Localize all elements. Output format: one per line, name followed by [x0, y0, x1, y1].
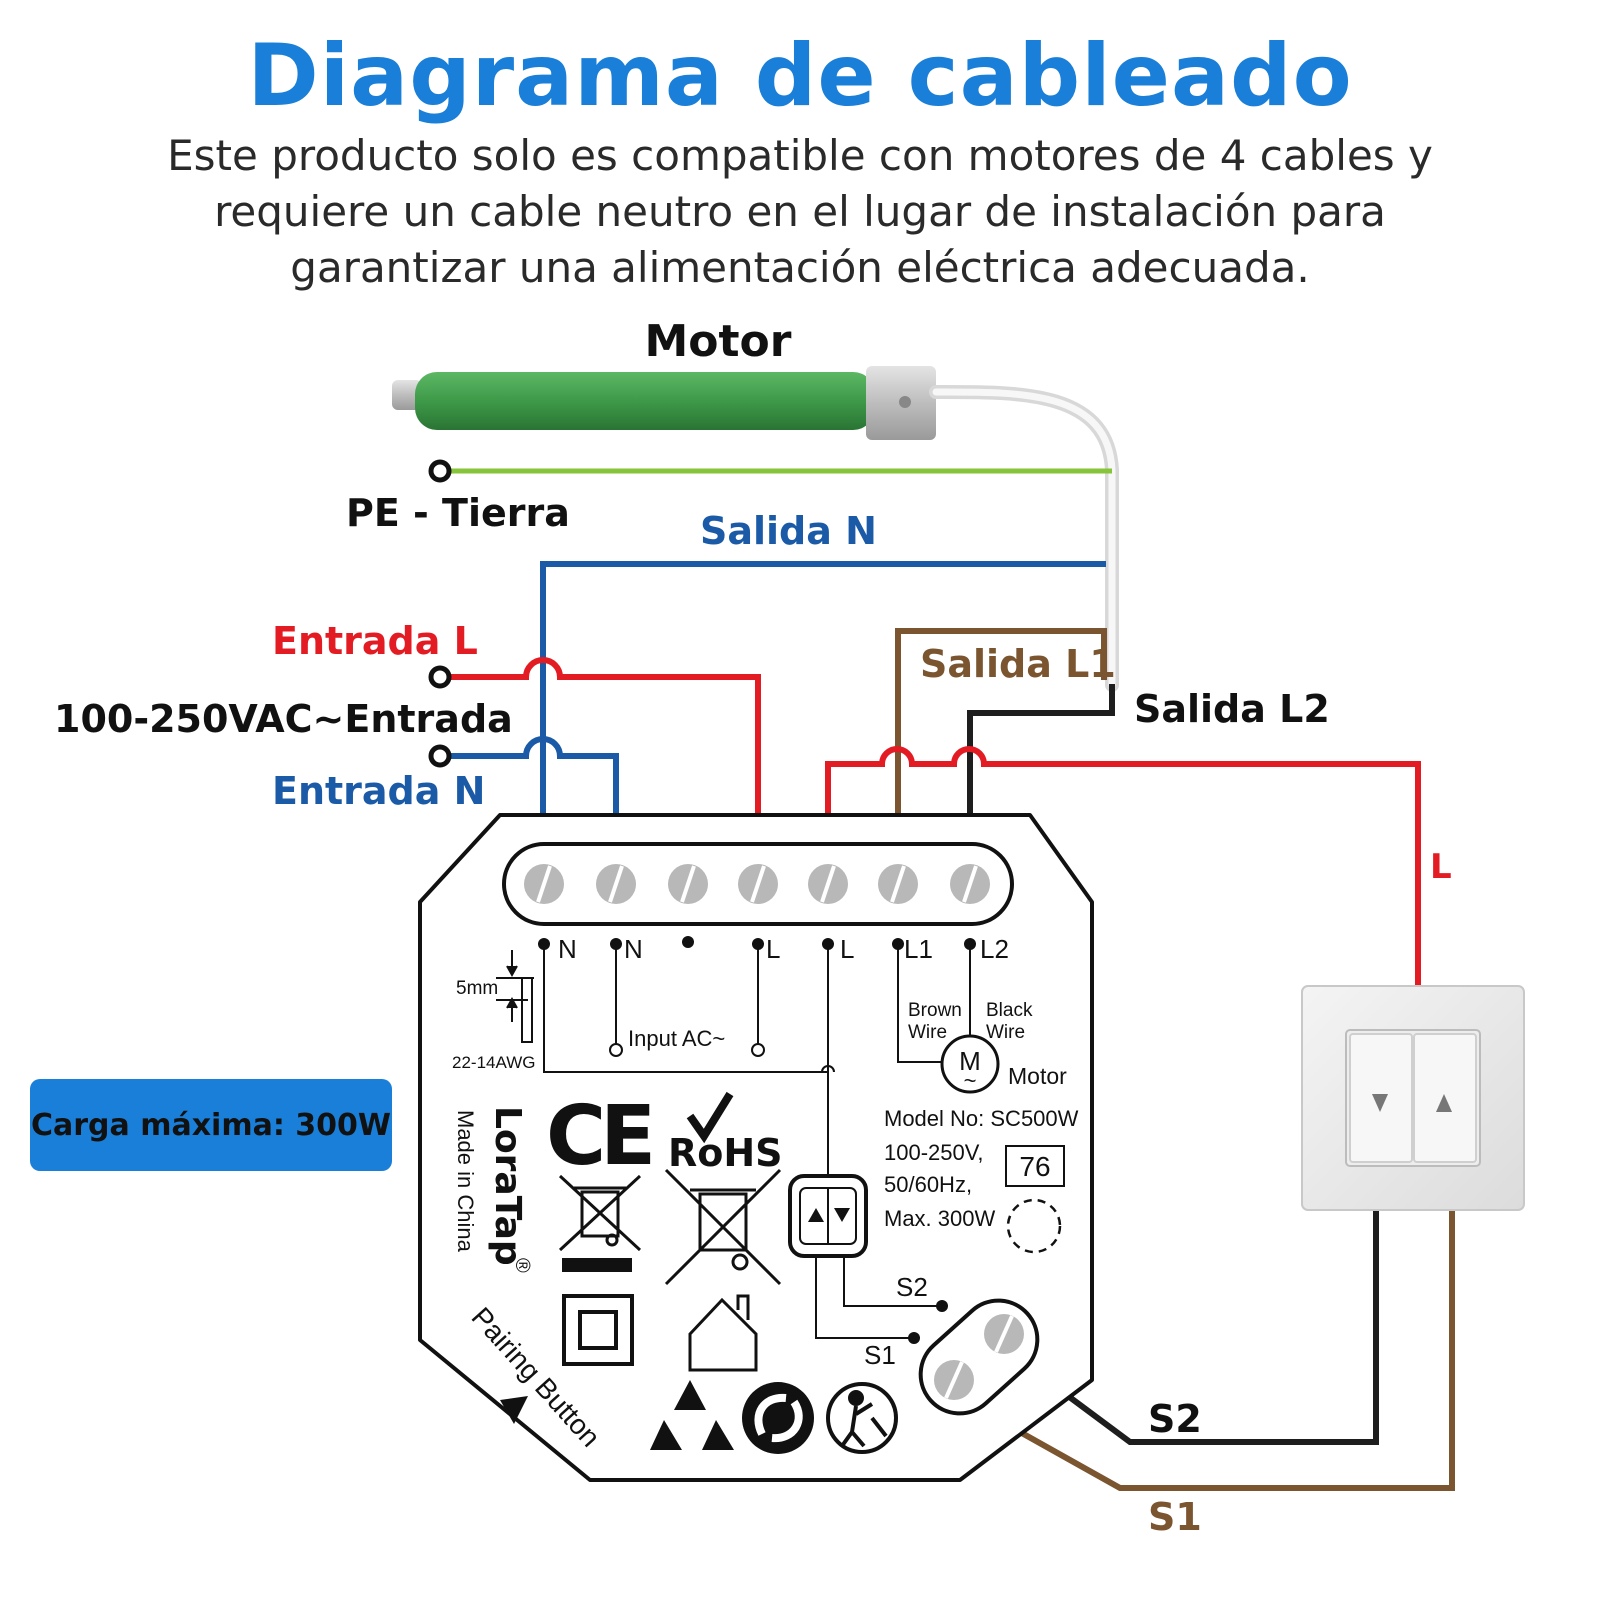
- black-wire-label: Wire: [986, 1022, 1025, 1043]
- weee-bin-icon-2: [664, 1168, 782, 1286]
- recycle-icon: [650, 1380, 734, 1450]
- pairing-arrow-icon: [500, 1396, 528, 1424]
- internal-schematic: [543, 944, 1000, 1339]
- pe-terminal: [428, 459, 452, 483]
- pe-label: PE - Tierra: [346, 491, 570, 535]
- motor-symbol-label: Motor: [1008, 1063, 1067, 1089]
- motor-shaft: [392, 380, 422, 410]
- down-arrow-icon: [1372, 1094, 1388, 1112]
- frequency-label: 50/60Hz,: [884, 1172, 972, 1197]
- salida-l1-label: Salida L1: [920, 642, 1116, 686]
- page-subtitle: Este producto solo es compatible con mot…: [167, 131, 1433, 292]
- s1-wire: [1018, 1210, 1455, 1491]
- model-label: Model No: SC500W: [884, 1106, 1079, 1131]
- ip-circle-icon: [1006, 1198, 1062, 1254]
- motor-tilde-label: ~: [964, 1068, 977, 1093]
- rohs-mark-icon: RoHS: [668, 1131, 783, 1175]
- ip-box: [1005, 1145, 1065, 1187]
- motor-tube: [415, 372, 875, 430]
- awg-label: 22-14AWG: [452, 1053, 535, 1072]
- brand-registered-mark: ®: [511, 1258, 533, 1273]
- device-s1-label: S1: [864, 1340, 896, 1370]
- entrada-l-terminal: [428, 665, 452, 689]
- wires: [440, 468, 1455, 1491]
- s1-label: S1: [1148, 1495, 1202, 1539]
- max-load-badge: Carga máxima: 300W: [30, 1079, 392, 1171]
- motor-m-label: M: [959, 1046, 981, 1076]
- salida-n-wire: [540, 561, 1106, 815]
- strip-length-mark: [496, 950, 534, 1043]
- motor-head-bolt: [899, 396, 911, 408]
- salida-l2-wire: [967, 684, 1115, 815]
- tidyman-icon: [826, 1382, 898, 1454]
- brand-label: LoraTap: [487, 1106, 528, 1266]
- input-voltage-label: 100-250VAC~Entrada: [54, 697, 513, 741]
- salida-n-label: Salida N: [700, 509, 877, 553]
- motor-symbol: [940, 1034, 1000, 1094]
- motor-label: Motor: [645, 316, 792, 367]
- strip-length-label: 5mm: [456, 978, 498, 999]
- terminal-label-out-l2: L2: [980, 934, 1009, 964]
- up-arrow-icon: [1436, 1094, 1452, 1112]
- brown-wire-label: Wire: [908, 1022, 947, 1043]
- s2-label: S2: [1148, 1397, 1202, 1441]
- switch-l-label: L: [1430, 847, 1452, 887]
- max-load-label: Max. 300W: [884, 1206, 995, 1231]
- indoor-use-icon: [688, 1294, 758, 1372]
- s2-wire: [1058, 1210, 1379, 1445]
- voltage-label: 100-250V,: [884, 1140, 984, 1165]
- terminal-label-l1: L: [766, 934, 780, 964]
- terminal-screws: [524, 864, 990, 904]
- terminal-label-l2: L: [840, 934, 854, 964]
- brown-label: Brown: [908, 1000, 962, 1021]
- weee-bar-icon: [562, 1258, 632, 1272]
- device-module: N N L L L1 L2 Input AC~: [418, 813, 1094, 1482]
- switch-down-icon: [834, 1208, 850, 1222]
- input-ac-label: Input AC~: [628, 1026, 725, 1051]
- wall-switch[interactable]: [1301, 985, 1525, 1211]
- green-dot-icon: [742, 1382, 814, 1454]
- switch-up-icon: [808, 1208, 824, 1222]
- terminal-label-out-l1: L1: [904, 934, 933, 964]
- entrada-n-terminal: [428, 744, 452, 768]
- class-ii-icon: [562, 1294, 634, 1366]
- s-terminal-block: [918, 1298, 1040, 1416]
- motor-group: Motor: [392, 316, 1119, 692]
- terminal-label-n1: N: [558, 934, 577, 964]
- made-in-label: Made in China: [453, 1110, 478, 1253]
- weee-bin-icon: [558, 1174, 642, 1252]
- max-load-badge-text: Carga máxima: 300W: [30, 1107, 391, 1143]
- ce-mark-icon: CE: [546, 1089, 651, 1184]
- entrada-n-wire: [440, 736, 619, 815]
- page-title: Diagrama de cableado: [247, 26, 1353, 126]
- salida-l2-label: Salida L2: [1134, 687, 1330, 731]
- entrada-n-label: Entrada N: [272, 769, 485, 813]
- black-label: Black: [986, 1000, 1033, 1021]
- ip-label: 76: [1019, 1151, 1050, 1182]
- entrada-l-label: Entrada L: [272, 619, 478, 663]
- salida-l1-wire: [895, 628, 1107, 815]
- switch-l-wire: [825, 746, 1421, 986]
- entrada-l-wire: [440, 657, 761, 815]
- rohs-check-icon: [686, 1091, 734, 1144]
- terminal-label-n2: N: [624, 934, 643, 964]
- device-s2-label: S2: [896, 1272, 928, 1302]
